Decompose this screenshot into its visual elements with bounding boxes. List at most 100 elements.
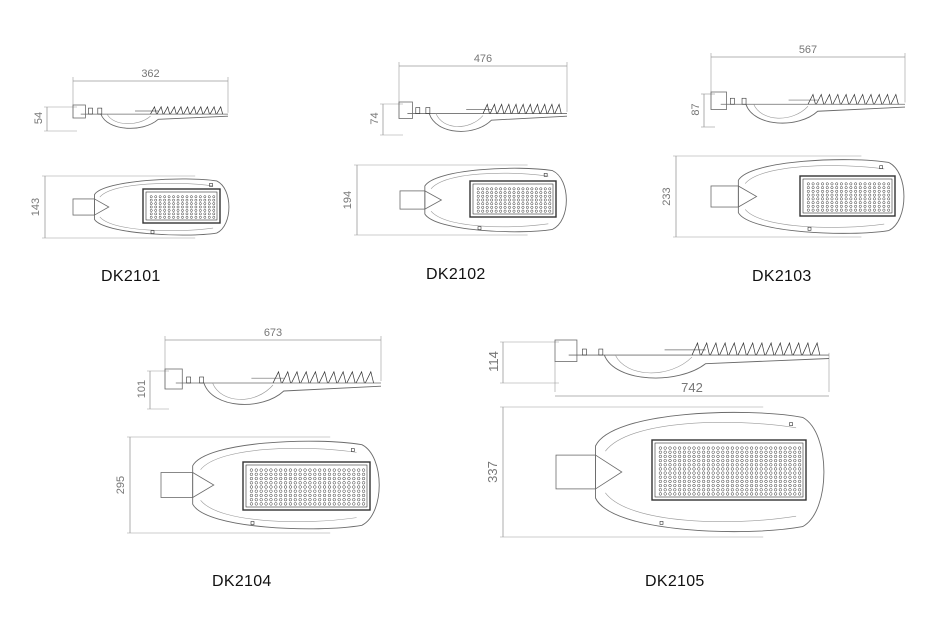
led-dot bbox=[308, 472, 312, 476]
led-dot bbox=[303, 489, 307, 493]
led-dot bbox=[750, 479, 754, 483]
length-dimension: 476 bbox=[474, 53, 492, 65]
led-dot bbox=[793, 471, 797, 475]
led-dot bbox=[288, 498, 293, 502]
led-dot bbox=[877, 193, 881, 197]
led-dot bbox=[863, 201, 867, 205]
led-dot bbox=[783, 475, 787, 479]
led-dot bbox=[759, 446, 763, 450]
led-dot bbox=[203, 195, 207, 199]
led-dot bbox=[849, 193, 853, 197]
led-dot bbox=[181, 195, 184, 199]
led-dot bbox=[269, 493, 273, 498]
led-dot bbox=[190, 205, 193, 209]
led-dot bbox=[868, 208, 872, 212]
mount-bracket bbox=[398, 101, 413, 119]
led-dot bbox=[539, 202, 543, 206]
heatsink-fin bbox=[183, 105, 190, 115]
led-dot bbox=[764, 488, 768, 492]
led-dot bbox=[313, 489, 317, 493]
led-dot bbox=[716, 484, 720, 488]
led-dot bbox=[154, 202, 158, 205]
led-dot bbox=[347, 485, 351, 489]
led-dot bbox=[798, 463, 802, 467]
led-dot bbox=[730, 475, 734, 479]
led-dot bbox=[750, 492, 754, 496]
led-dot bbox=[811, 189, 815, 193]
led-dot bbox=[673, 492, 677, 496]
led-dot bbox=[788, 459, 792, 463]
led-dot bbox=[499, 209, 503, 213]
led-dot bbox=[342, 476, 346, 481]
led-dot bbox=[658, 467, 662, 471]
led-dot bbox=[663, 471, 667, 475]
led-dot bbox=[735, 479, 739, 483]
led-dot bbox=[687, 463, 691, 467]
led-dot bbox=[730, 484, 734, 488]
led-dot bbox=[476, 202, 480, 206]
led-dot bbox=[172, 198, 175, 202]
led-dot bbox=[508, 205, 511, 209]
led-dot bbox=[764, 475, 768, 479]
led-dot bbox=[172, 202, 175, 205]
led-dot bbox=[774, 471, 778, 475]
led-dot bbox=[793, 463, 797, 467]
led-dot bbox=[352, 502, 356, 506]
led-dot bbox=[185, 195, 189, 199]
led-dot bbox=[887, 182, 891, 186]
led-dot bbox=[682, 459, 686, 463]
led-dot bbox=[181, 209, 184, 212]
led-dot bbox=[678, 484, 682, 488]
led-dot bbox=[735, 484, 739, 488]
led-dot bbox=[697, 463, 701, 467]
led-dot bbox=[877, 208, 881, 212]
led-dot bbox=[798, 454, 802, 458]
led-dot bbox=[735, 459, 739, 463]
led-dot bbox=[663, 492, 667, 496]
led-dot bbox=[740, 459, 744, 463]
led-dot bbox=[863, 189, 867, 193]
led-dot bbox=[769, 446, 773, 450]
led-dot bbox=[332, 485, 336, 489]
led-dot bbox=[485, 194, 489, 198]
led-dot bbox=[854, 197, 858, 201]
led-dot bbox=[726, 446, 730, 450]
led-dot bbox=[279, 472, 283, 476]
led-dot bbox=[788, 467, 792, 471]
led-dot bbox=[154, 205, 158, 209]
led-dot bbox=[548, 205, 552, 209]
led-dot bbox=[811, 204, 815, 208]
led-dot bbox=[303, 472, 307, 476]
height-dimension: 87 bbox=[690, 103, 702, 115]
led-dot bbox=[774, 467, 778, 471]
led-dot bbox=[788, 471, 792, 475]
housing-outline bbox=[595, 411, 825, 533]
led-dot bbox=[212, 212, 216, 216]
led-dot bbox=[293, 476, 297, 481]
led-dot bbox=[858, 189, 862, 193]
led-dot bbox=[668, 467, 672, 471]
led-dot bbox=[806, 186, 810, 190]
housing-inner-contour bbox=[430, 211, 549, 228]
led-dot bbox=[726, 475, 730, 479]
led-dot bbox=[778, 488, 782, 492]
led-dot bbox=[163, 195, 166, 199]
led-dot bbox=[512, 187, 516, 191]
led-dot bbox=[259, 498, 263, 502]
led-dot bbox=[778, 492, 782, 496]
led-dot bbox=[530, 209, 534, 213]
led-dot bbox=[298, 468, 302, 472]
led-dot bbox=[711, 467, 715, 471]
led-dot bbox=[745, 467, 749, 471]
led-dot bbox=[332, 498, 336, 502]
led-dot bbox=[534, 187, 538, 191]
led-dot bbox=[254, 489, 258, 493]
led-dot bbox=[858, 193, 862, 197]
led-dot bbox=[868, 201, 872, 205]
led-dot bbox=[303, 502, 307, 506]
led-dot bbox=[207, 202, 211, 205]
led-dot bbox=[877, 201, 881, 205]
bolt bbox=[415, 107, 421, 114]
led-dot bbox=[706, 454, 710, 458]
